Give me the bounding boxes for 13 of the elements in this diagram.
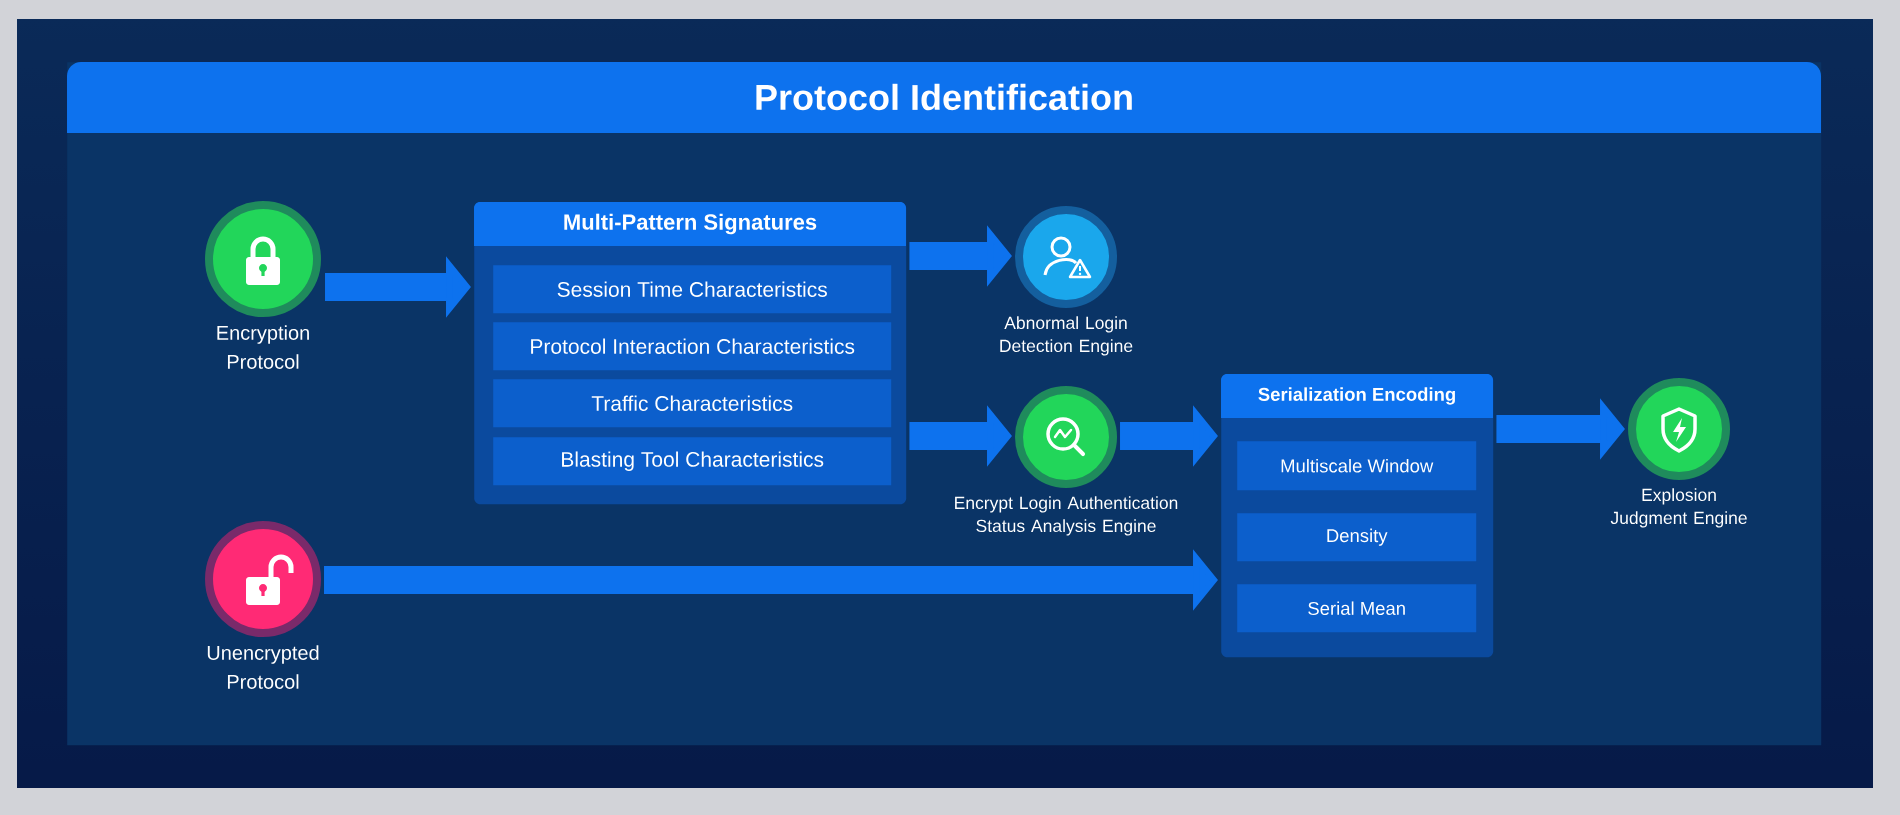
item-box: Session Time Characteristics bbox=[493, 265, 892, 314]
node-label: Explosion Judgment Engine bbox=[1610, 488, 1747, 528]
item-box: Density bbox=[1237, 513, 1477, 562]
node-label: Encrypt Login Authentication Status Analysis Engine bbox=[955, 496, 1178, 536]
item-box: Traffic Characteristics bbox=[493, 379, 892, 428]
header-band: Protocol Identification bbox=[67, 62, 1821, 133]
node-label: Unencrypted Protocol bbox=[207, 645, 319, 689]
item-box: Serial Mean bbox=[1237, 584, 1477, 633]
item-box: Blasting Tool Characteristics bbox=[493, 437, 892, 486]
item-box: Protocol Interaction Characteristics bbox=[493, 322, 892, 371]
node-label: Abnormal Login Detection Engine bbox=[1000, 316, 1133, 356]
item-box: Multiscale Window bbox=[1237, 441, 1477, 491]
node-label: Encryption Protocol bbox=[217, 325, 309, 369]
